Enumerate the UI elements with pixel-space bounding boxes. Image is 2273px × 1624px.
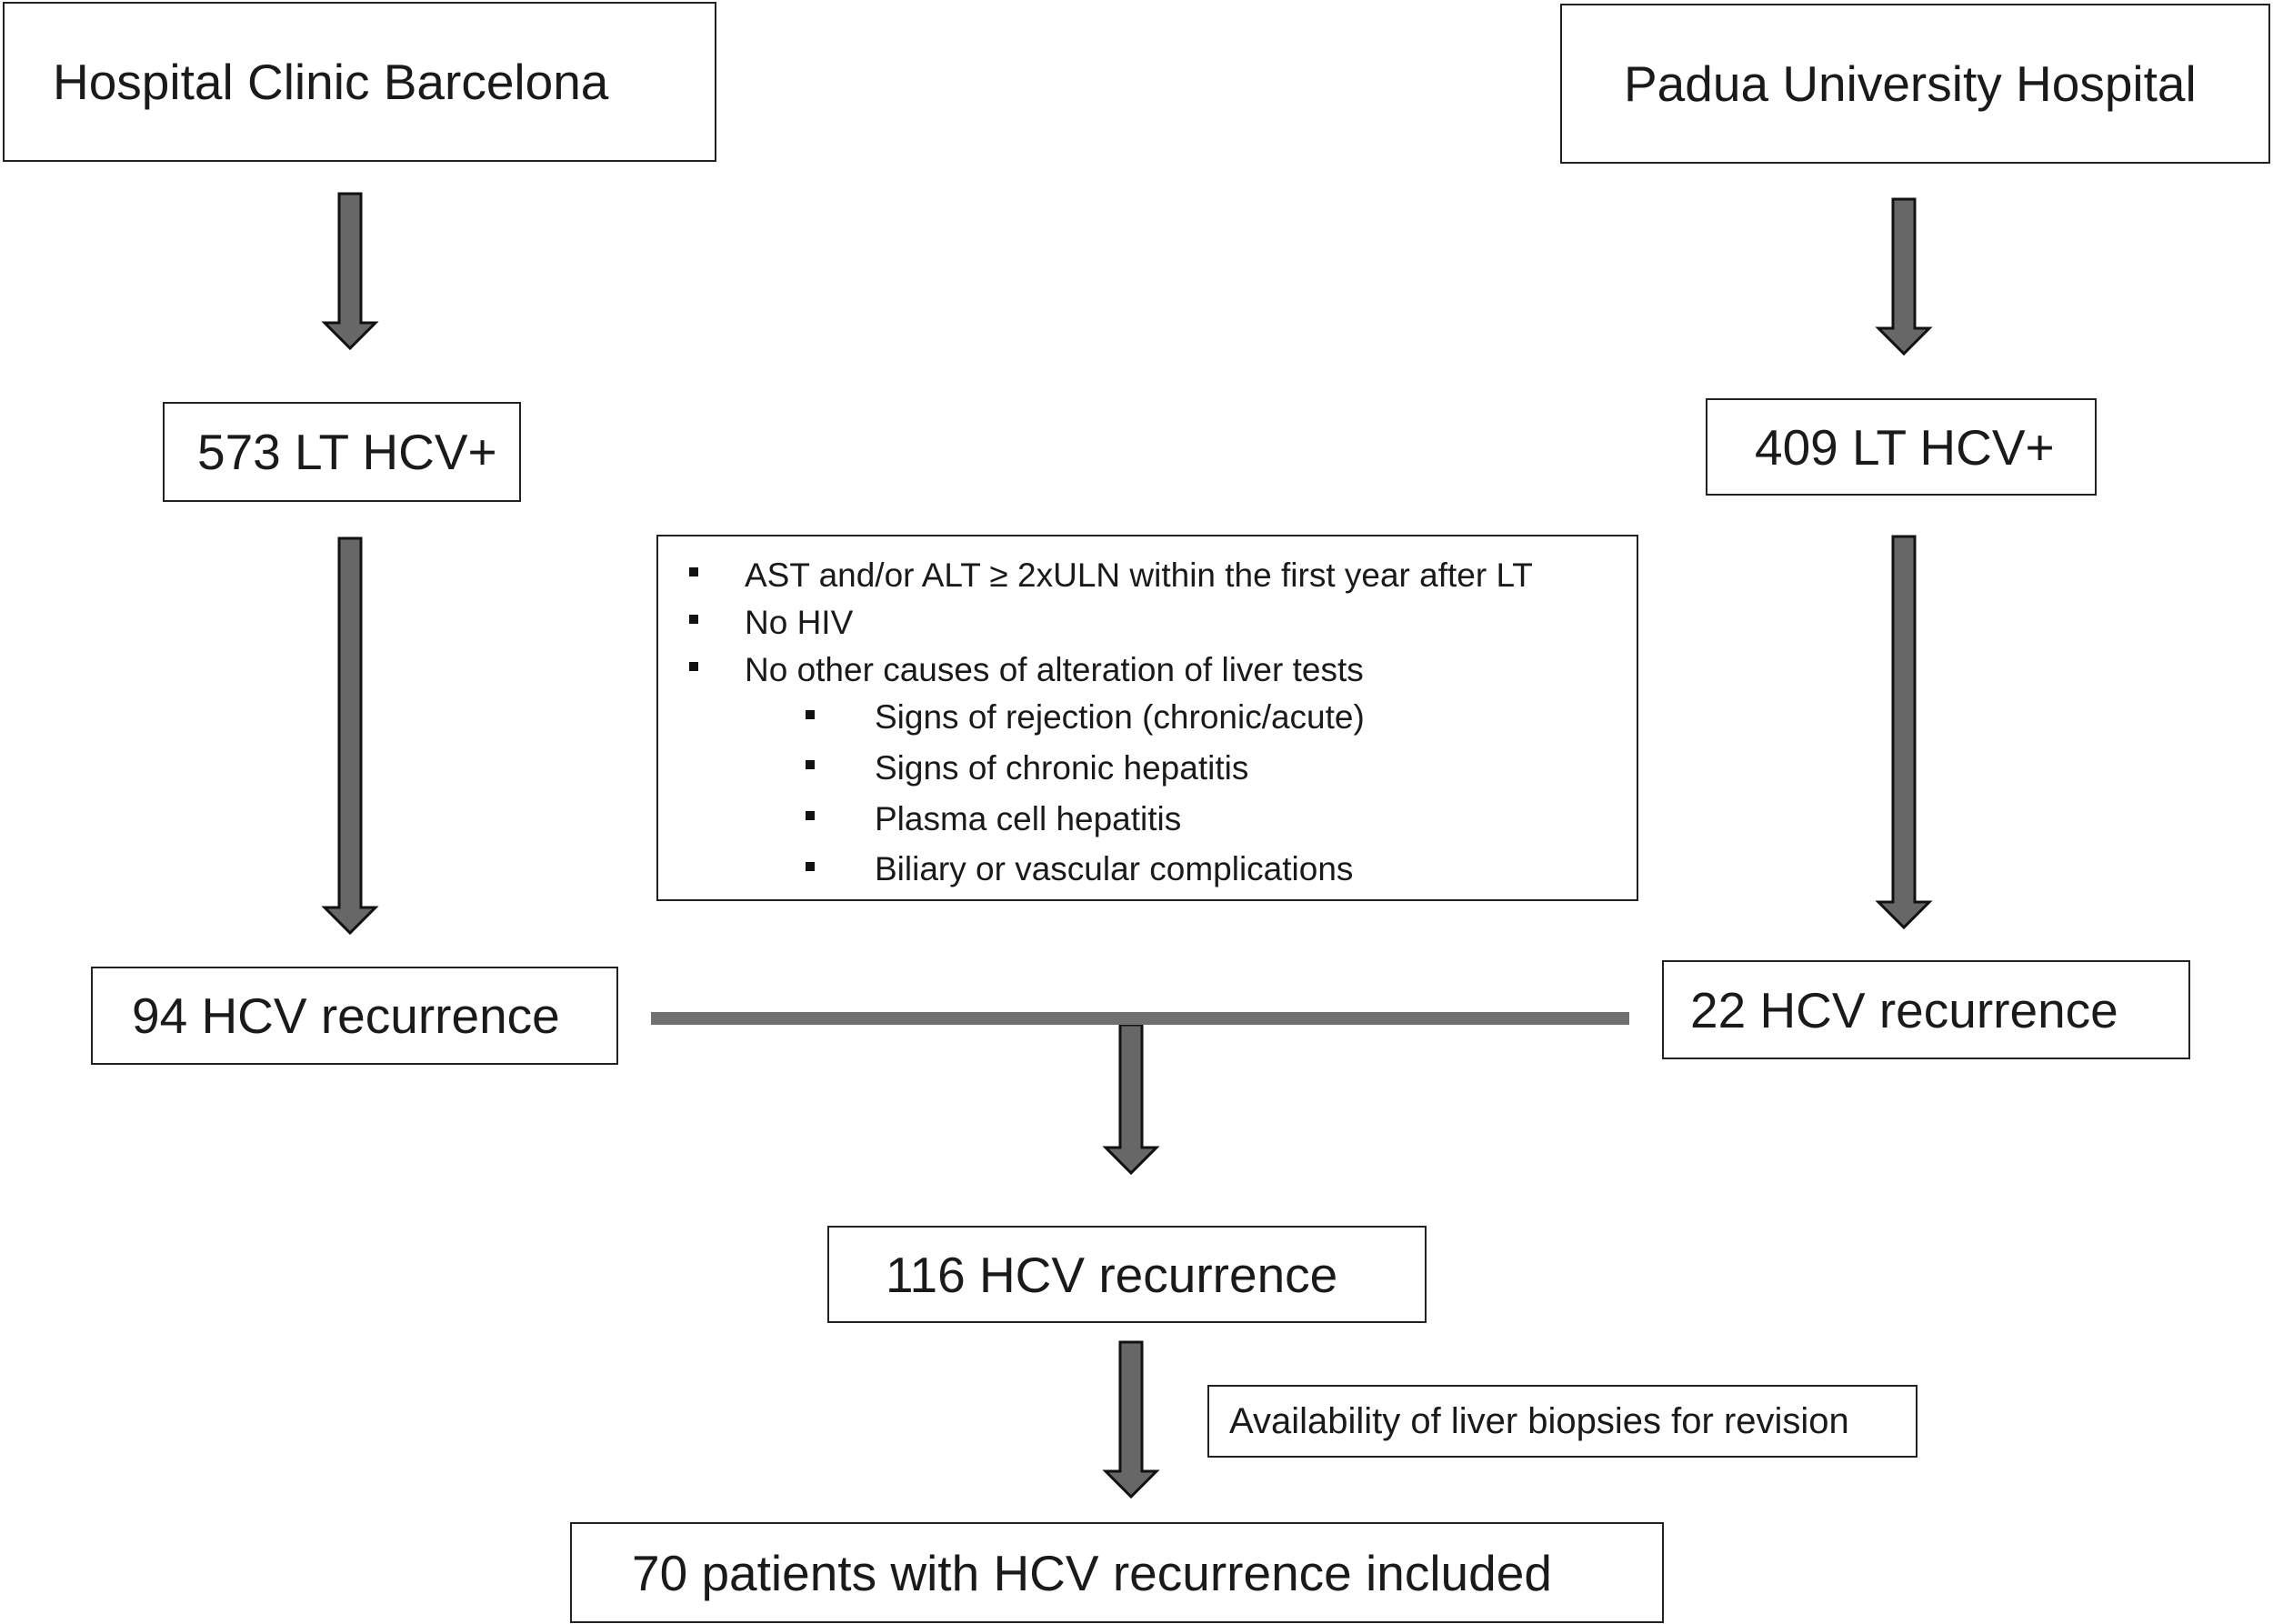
node-padua-lt-label: 409 LT HCV+ bbox=[1755, 418, 2055, 476]
node-padua-recurrence: 22 HCV recurrence bbox=[1662, 960, 2190, 1059]
node-barcelona-lt: 573 LT HCV+ bbox=[163, 402, 521, 502]
bullet-icon bbox=[689, 567, 698, 576]
node-included: 70 patients with HCV recurrence included bbox=[570, 1522, 1664, 1623]
node-total-recurrence: 116 HCV recurrence bbox=[827, 1226, 1427, 1323]
merge-connector bbox=[651, 1012, 1629, 1025]
criteria-sub-item: Plasma cell hepatitis bbox=[875, 800, 1182, 837]
criteria-box: AST and/or ALT ≥ 2xULN within the first … bbox=[656, 535, 1638, 901]
arrow-barcelona-to-573 bbox=[321, 192, 379, 351]
criteria-item: No HIV bbox=[745, 604, 854, 641]
criteria-sub-item: Signs of chronic hepatitis bbox=[875, 749, 1249, 787]
arrow-116-to-70 bbox=[1102, 1340, 1160, 1499]
node-total-recurrence-label: 116 HCV recurrence bbox=[886, 1246, 1338, 1303]
criteria-sub-item: Biliary or vascular complications bbox=[875, 850, 1354, 887]
criteria-item: AST and/or ALT ≥ 2xULN within the first … bbox=[745, 556, 1533, 594]
criteria-sub-item: Signs of rejection (chronic/acute) bbox=[875, 698, 1365, 736]
node-included-label: 70 patients with HCV recurrence included bbox=[632, 1544, 1552, 1601]
bullet-icon bbox=[806, 862, 815, 871]
arrow-573-to-94 bbox=[321, 536, 379, 936]
arrow-padua-to-409 bbox=[1875, 197, 1933, 356]
node-padua-label: Padua University Hospital bbox=[1624, 55, 2197, 112]
node-barcelona: Hospital Clinic Barcelona bbox=[3, 2, 716, 162]
biopsy-note-box: Availability of liver biopsies for revis… bbox=[1207, 1385, 1918, 1458]
node-barcelona-label: Hospital Clinic Barcelona bbox=[53, 54, 609, 110]
node-barcelona-lt-label: 573 LT HCV+ bbox=[197, 424, 497, 480]
node-padua: Padua University Hospital bbox=[1560, 4, 2270, 164]
node-padua-lt: 409 LT HCV+ bbox=[1706, 398, 2097, 496]
node-padua-recurrence-label: 22 HCV recurrence bbox=[1690, 981, 2118, 1038]
biopsy-note-label: Availability of liver biopsies for revis… bbox=[1229, 1400, 1849, 1441]
node-barcelona-recurrence-label: 94 HCV recurrence bbox=[132, 987, 560, 1044]
bullet-icon bbox=[806, 710, 815, 719]
bullet-icon bbox=[806, 811, 815, 820]
criteria-item: No other causes of alteration of liver t… bbox=[745, 651, 1364, 688]
bullet-icon bbox=[689, 615, 698, 624]
bullet-icon bbox=[689, 662, 698, 671]
arrow-409-to-22 bbox=[1875, 535, 1933, 930]
node-barcelona-recurrence: 94 HCV recurrence bbox=[91, 967, 618, 1065]
bullet-icon bbox=[806, 760, 815, 769]
arrow-merge-to-116 bbox=[1102, 1023, 1160, 1176]
